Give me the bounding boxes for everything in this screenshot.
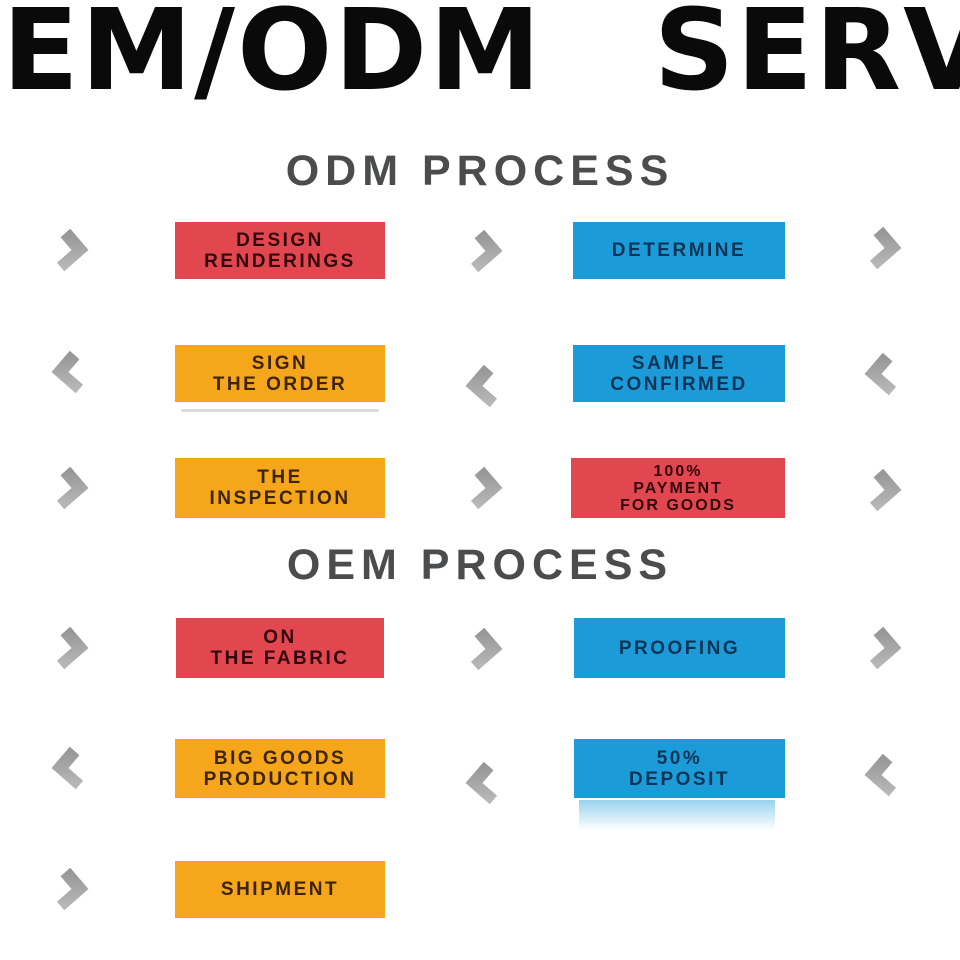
chevron-right-icon (864, 225, 902, 271)
chevron-right-icon (465, 626, 503, 672)
chevron-right-icon (465, 465, 503, 511)
step-shipment: SHIPMENT (175, 861, 385, 918)
chevron-right-icon (51, 465, 89, 511)
step-big-goods-production: BIG GOODS PRODUCTION (175, 739, 385, 798)
step-label: SAMPLE CONFIRMED (610, 352, 748, 395)
step-label: THE INSPECTION (209, 467, 351, 509)
step-label: DESIGN RENDERINGS (204, 229, 356, 272)
chevron-left-icon (864, 752, 902, 798)
chevron-right-icon (864, 625, 902, 671)
step-label: 50% DEPOSIT (629, 747, 730, 790)
chevron-left-icon (51, 745, 89, 791)
chevron-right-icon (51, 227, 89, 273)
step-proofing: PROOFING (574, 618, 785, 678)
chevron-right-icon (864, 467, 902, 513)
step-label: SHIPMENT (220, 879, 340, 900)
step-determine: DETERMINE (573, 222, 785, 279)
step-design-renderings: DESIGN RENDERINGS (175, 222, 385, 279)
chevron-right-icon (51, 866, 89, 912)
chevron-left-icon (51, 349, 89, 395)
step-the-inspection: THE INSPECTION (175, 458, 385, 518)
chevron-left-icon (465, 760, 503, 806)
section-heading-odm: ODM PROCESS (285, 147, 675, 195)
chevron-left-icon (465, 363, 503, 409)
page-title: OEM/ODM SERVICE (0, 0, 960, 116)
step-label: 100% PAYMENT FOR GOODS (620, 462, 736, 514)
chevron-right-icon (51, 625, 89, 671)
section-heading-oem: OEM PROCESS (286, 541, 674, 589)
step-50-deposit: 50% DEPOSIT (574, 739, 785, 830)
chevron-right-icon (465, 228, 503, 274)
step-label: BIG GOODS PRODUCTION (203, 747, 357, 790)
step-on-the-fabric: ON THE FABRIC (176, 618, 384, 678)
step-sign-the-order: SIGN THE ORDER (175, 345, 385, 412)
step-label: ON THE FABRIC (210, 627, 350, 669)
step-label: SIGN THE ORDER (212, 352, 348, 395)
step-label: PROOFING (618, 637, 741, 659)
step-label: DETERMINE (611, 240, 747, 261)
chevron-left-icon (864, 351, 902, 397)
step-sample-confirmed: SAMPLE CONFIRMED (573, 345, 785, 402)
step-100-payment-for-goods: 100% PAYMENT FOR GOODS (571, 458, 785, 518)
